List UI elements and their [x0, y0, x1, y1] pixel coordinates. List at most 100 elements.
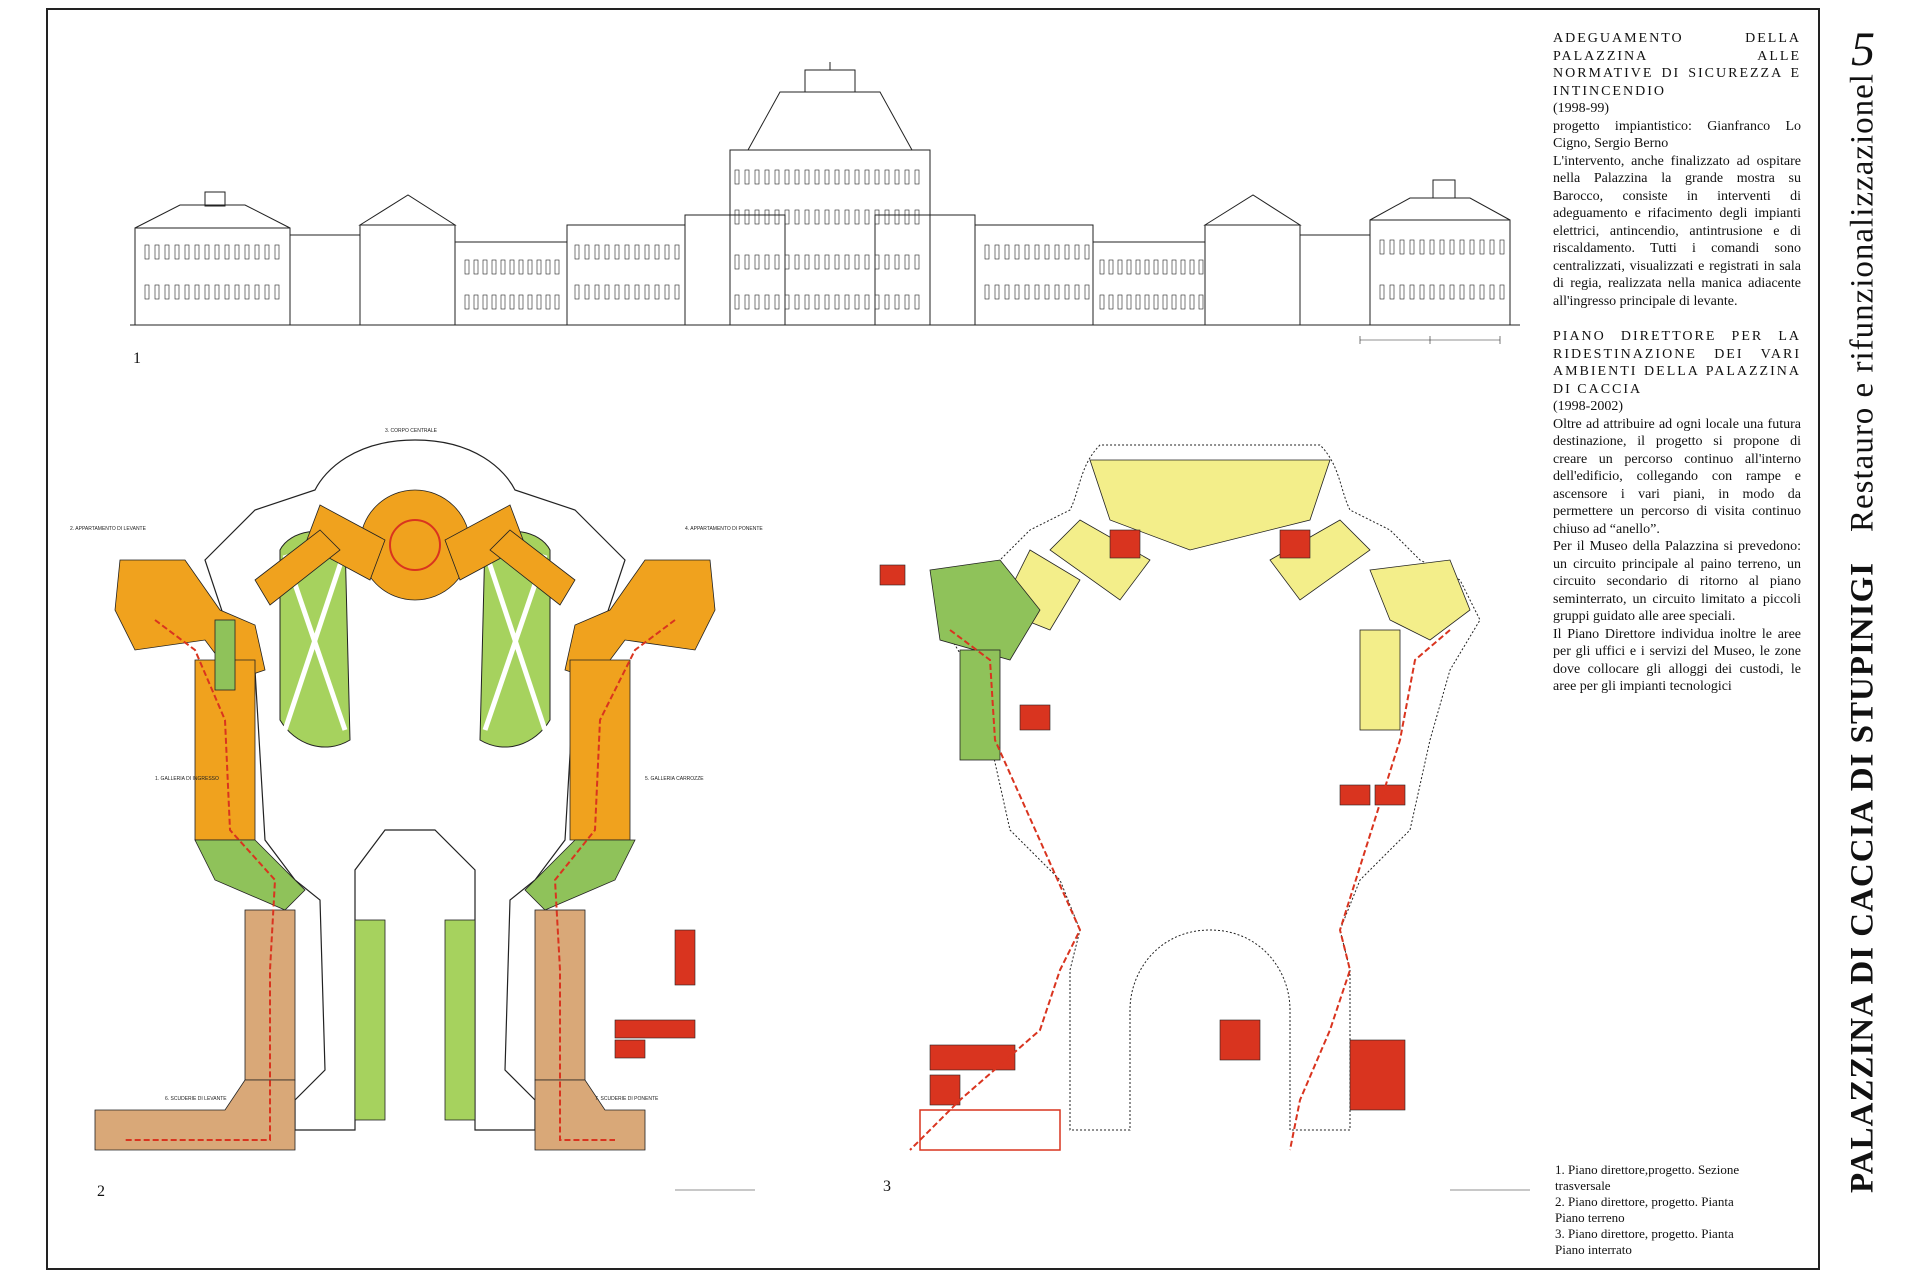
elevation-window [184, 244, 190, 260]
elevation-window [194, 244, 200, 260]
elevation-window [814, 209, 820, 225]
elevation-window [1389, 284, 1395, 300]
figure-captions: 1. Piano direttore,progetto. Sezione tra… [1555, 1162, 1765, 1258]
elevation-window [1044, 244, 1050, 260]
elevation-window [527, 294, 533, 310]
elevation-window [824, 209, 830, 225]
elevation-window [1144, 259, 1150, 275]
elevation-window [491, 259, 497, 275]
elevation-window [984, 284, 990, 300]
elevation-window [664, 244, 670, 260]
elevation-window [1499, 239, 1505, 255]
elevation-window [774, 169, 780, 185]
elevation-window [844, 209, 850, 225]
elevation-window [904, 169, 910, 185]
label-app-levante: 2. APPARTAMENTO DI LEVANTE [70, 526, 147, 532]
elevation-window [744, 254, 750, 270]
elevation-window [1099, 259, 1105, 275]
label-scuderie-levante: 6. SCUDERIE DI LEVANTE [165, 1096, 227, 1102]
elevation-window [844, 254, 850, 270]
figure-number-2: 2 [97, 1183, 105, 1200]
elevation-window [1171, 294, 1177, 310]
elevation-window [264, 284, 270, 300]
elevation-window [1180, 294, 1186, 310]
elevation-window [1014, 244, 1020, 260]
elevation-window [491, 294, 497, 310]
figure-number-1: 1 [133, 350, 141, 367]
elevation-window [1469, 284, 1475, 300]
elevation-window [1189, 294, 1195, 310]
elevation-window [594, 244, 600, 260]
elevation-window [144, 284, 150, 300]
elevation-window [174, 244, 180, 260]
elevation-window [674, 284, 680, 300]
elevation-window [814, 169, 820, 185]
elevation-window [274, 284, 280, 300]
elevation-window [894, 169, 900, 185]
elevation-window [536, 259, 542, 275]
elevation-window [1162, 259, 1168, 275]
elevation-window [804, 294, 810, 310]
elevation-window [574, 244, 580, 260]
elevation-window [1479, 284, 1485, 300]
elevation-window [824, 254, 830, 270]
elevation-window [1198, 259, 1204, 275]
elevation-window [894, 294, 900, 310]
elevation-window [634, 284, 640, 300]
elevation-window [254, 244, 260, 260]
elevation-window [914, 209, 920, 225]
elevation-window [1469, 239, 1475, 255]
elevation-window [874, 254, 880, 270]
elevation-window [1449, 284, 1455, 300]
elevation-window [734, 169, 740, 185]
elevation-window [144, 244, 150, 260]
elevation-window [804, 209, 810, 225]
section1-body: L'intervento, anche finalizzato ad ospit… [1553, 153, 1801, 309]
elevation-window [584, 284, 590, 300]
elevation-window [794, 209, 800, 225]
basement-plan [879, 444, 1530, 1191]
elevation-window [784, 209, 790, 225]
label-galleria-ingresso: 1. GALLERIA DI INGRESSO [155, 776, 219, 782]
elevation-window [624, 244, 630, 260]
title-sidebar: 5 PALAZZINA DI CACCIA DI STUPINIGIRestau… [1818, 8, 1908, 1270]
elevation-window [984, 244, 990, 260]
elevation-window [527, 259, 533, 275]
elevation-window [473, 259, 479, 275]
elevation-window [164, 244, 170, 260]
elevation-drawing [130, 62, 1520, 344]
elevation-window [884, 294, 890, 310]
elevation-window [1024, 284, 1030, 300]
elevation-window [234, 284, 240, 300]
elevation-window [854, 294, 860, 310]
elevation-window [482, 294, 488, 310]
elevation-window [164, 284, 170, 300]
elevation-window [594, 284, 600, 300]
ground-floor-plan: 3. CORPO CENTRALE 2. APPARTAMENTO DI LEV… [70, 428, 763, 1191]
elevation-window [1409, 239, 1415, 255]
elevation-window [1459, 284, 1465, 300]
elevation-window [874, 169, 880, 185]
elevation-window [774, 294, 780, 310]
elevation-window [1044, 284, 1050, 300]
elevation-window [864, 294, 870, 310]
elevation-window [994, 244, 1000, 260]
elevation-window [274, 244, 280, 260]
elevation-window [204, 284, 210, 300]
elevation-window [545, 294, 551, 310]
section2-heading: PIANO DIRETTORE PER LA RIDESTINAZIONE DE… [1553, 329, 1801, 397]
elevation-window [1024, 244, 1030, 260]
elevation-window [864, 169, 870, 185]
elevation-window [1074, 284, 1080, 300]
label-corpo-centrale: 3. CORPO CENTRALE [385, 428, 438, 434]
elevation-window [554, 259, 560, 275]
elevation-window [1135, 294, 1141, 310]
elevation-window [1389, 239, 1395, 255]
elevation-window [894, 254, 900, 270]
elevation-window [854, 254, 860, 270]
section1-heading: ADEGUAMENTO DELLA PALAZZINA ALLE NORMATI… [1553, 31, 1801, 99]
elevation-window [764, 169, 770, 185]
elevation-window [654, 244, 660, 260]
elevation-window [1034, 284, 1040, 300]
elevation-window [874, 209, 880, 225]
